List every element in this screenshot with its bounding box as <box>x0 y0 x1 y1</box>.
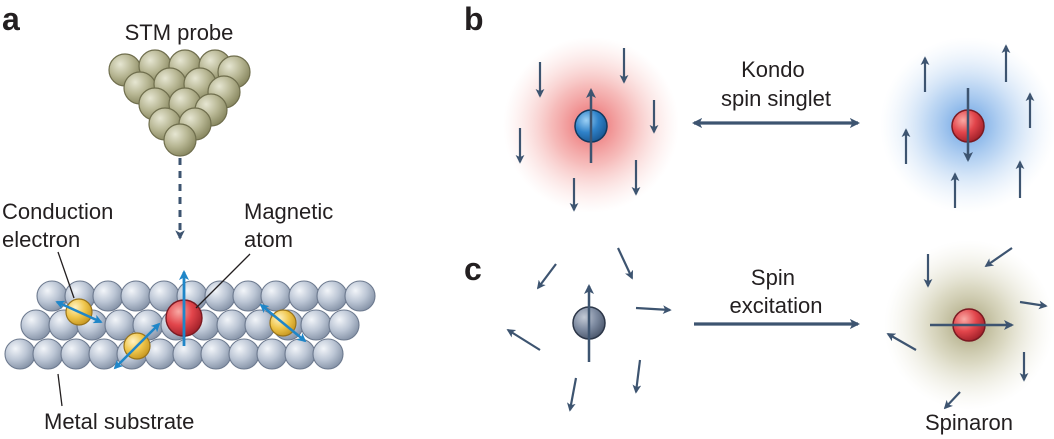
electron-spin-arrow <box>617 247 634 280</box>
conduction-electron-label: Conduction electron <box>2 199 119 252</box>
electron-spin-arrow <box>886 333 917 351</box>
metal-substrate-label: Metal substrate <box>44 409 194 434</box>
electron-spin-arrow <box>259 303 307 343</box>
magnetic-atom-label: Magnetic atom <box>244 199 339 252</box>
substrate-atom <box>60 338 92 370</box>
electron-spin-arrow <box>566 377 578 412</box>
spin-excitation-arrows <box>506 247 1048 412</box>
magnetic-atom-pointer <box>195 253 251 309</box>
spin-excitation-label: Spin excitation <box>730 265 823 318</box>
spinaron-label: Spinaron <box>925 410 1013 435</box>
substrate-atom <box>172 338 204 370</box>
electron-spin-arrow <box>506 329 541 351</box>
stm-probe <box>108 49 251 157</box>
substrate-atom <box>200 338 232 370</box>
substrate-atom <box>256 338 288 370</box>
kondo-spin-arrows <box>515 44 1035 212</box>
substrate-atom <box>300 309 332 341</box>
substrate-atom <box>316 280 348 312</box>
substrate-atom <box>288 280 320 312</box>
stm-probe-label: STM probe <box>125 20 234 45</box>
electron-spin-arrow <box>113 322 161 370</box>
electron-spin-arrow <box>1019 300 1048 310</box>
panel-label-a: a <box>2 1 20 37</box>
substrate-atom <box>312 338 344 370</box>
substrate-atom <box>36 280 68 312</box>
metal-substrate-pointer <box>57 373 63 407</box>
electron-spin-arrow <box>536 263 557 290</box>
substrate-atom <box>232 280 264 312</box>
substrate-atom <box>32 338 64 370</box>
panel-label-b: b <box>464 1 484 37</box>
electron-spin-arrow <box>984 247 1013 268</box>
metal-substrate <box>4 269 376 370</box>
substrate-atom <box>92 280 124 312</box>
substrate-atom <box>284 338 316 370</box>
substrate-atom <box>328 309 360 341</box>
substrate-atom <box>228 338 260 370</box>
substrate-atom <box>20 309 52 341</box>
electron-spin-arrow <box>55 300 103 324</box>
substrate-atom <box>120 280 152 312</box>
conduction-electron-pointer <box>57 251 75 299</box>
substrate-atom <box>4 338 36 370</box>
substrate-atom <box>204 280 236 312</box>
substrate-atom <box>260 280 292 312</box>
substrate-atom <box>88 338 120 370</box>
kondo-label: Kondo spin singlet <box>721 57 831 111</box>
electron-spin-arrow <box>635 305 672 314</box>
substrate-atom <box>216 309 248 341</box>
substrate-atom <box>344 280 376 312</box>
electron-spin-arrow <box>943 391 961 410</box>
panel-label-c: c <box>464 251 482 287</box>
electron-spin-arrow <box>632 359 642 394</box>
